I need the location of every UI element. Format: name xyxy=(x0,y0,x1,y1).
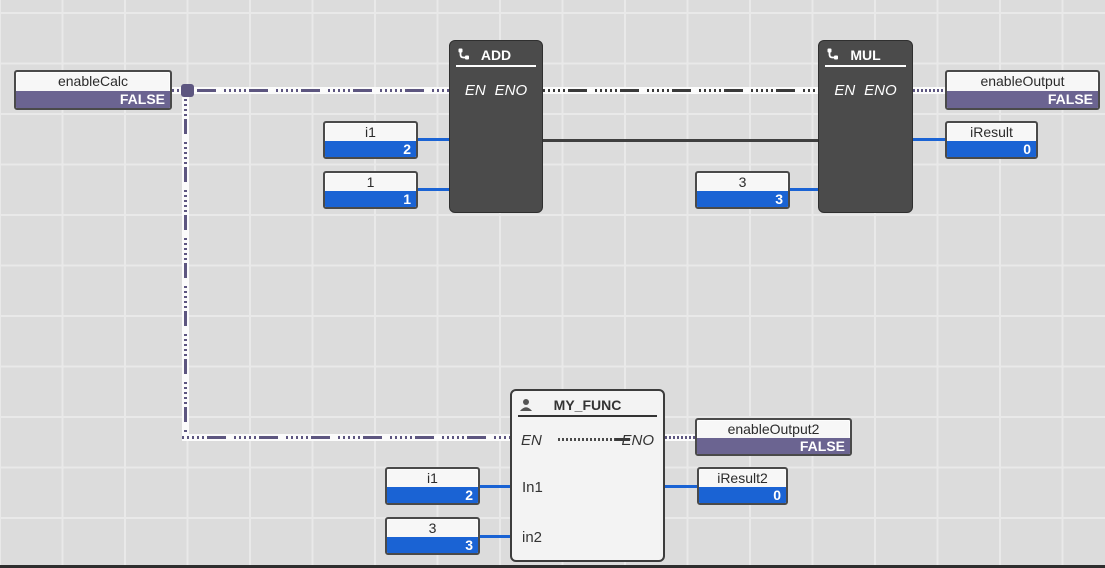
operand-enableoutput[interactable]: enableOutput FALSE xyxy=(945,70,1100,110)
wire-3-to-myfunc-in2[interactable] xyxy=(480,535,510,538)
my-func-block-header: MY_FUNC xyxy=(518,395,657,417)
operand-iresult2[interactable]: iResult2 0 xyxy=(697,467,788,505)
operand-iresult-value: 0 xyxy=(947,140,1036,157)
operand-enablecalc[interactable]: enableCalc FALSE xyxy=(14,70,172,110)
operand-func-in2-value: 3 xyxy=(387,536,478,553)
operand-func-in2[interactable]: 3 3 xyxy=(385,517,480,555)
wire-branch-vertical[interactable] xyxy=(182,94,189,441)
wire-add-out-to-mul-in[interactable] xyxy=(543,139,818,142)
add-eno-pin[interactable]: ENO xyxy=(494,82,528,99)
operand-func-in2-name: 3 xyxy=(428,519,437,536)
person-icon xyxy=(519,398,533,415)
operand-add-in2-name: 1 xyxy=(366,173,375,190)
operand-add-in2[interactable]: 1 1 xyxy=(323,171,418,209)
wire-i1-to-myfunc-in1[interactable] xyxy=(480,485,510,488)
mul-block[interactable]: MUL EN ENO xyxy=(818,40,913,213)
operand-func-in1-value: 2 xyxy=(387,486,478,503)
mul-en-eno-row: EN ENO xyxy=(819,82,912,99)
operand-iresult-name: iResult xyxy=(970,123,1013,140)
operand-iresult[interactable]: iResult 0 xyxy=(945,121,1038,159)
wire-add-eno-to-mul-en[interactable] xyxy=(543,87,818,94)
operand-enableoutput2-value: FALSE xyxy=(697,437,850,454)
my-func-en-eno-row: EN ENO xyxy=(512,432,663,449)
operand-enableoutput-value: FALSE xyxy=(947,90,1098,108)
operator-fork-icon xyxy=(457,48,470,64)
my-func-block-title: MY_FUNC xyxy=(553,397,622,413)
operand-enablecalc-name: enableCalc xyxy=(57,73,129,90)
wire-i1-to-add-in1[interactable] xyxy=(418,138,449,141)
wire-myfunc-eno-to-enableoutput2[interactable] xyxy=(665,434,695,441)
wire-mul-out-to-iresult[interactable] xyxy=(913,138,945,141)
operand-func-in1[interactable]: i1 2 xyxy=(385,467,480,505)
my-func-in1-pin[interactable]: In1 xyxy=(522,479,543,496)
operand-enablecalc-value: FALSE xyxy=(16,90,170,108)
add-en-pin[interactable]: EN xyxy=(464,82,486,99)
my-func-in2-pin[interactable]: in2 xyxy=(522,529,543,546)
operand-add-in1-value: 2 xyxy=(325,140,416,157)
mul-block-header: MUL xyxy=(825,45,906,67)
add-en-eno-row: EN ENO xyxy=(450,82,542,99)
my-func-en-eno-link xyxy=(558,438,630,441)
wire-enablecalc-to-add-en[interactable] xyxy=(172,87,449,94)
operand-func-in1-name: i1 xyxy=(427,469,438,486)
operand-iresult2-value: 0 xyxy=(699,486,786,503)
operand-enableoutput2-name: enableOutput2 xyxy=(727,420,820,437)
add-block-header: ADD xyxy=(456,45,536,67)
operand-mul-in2-name: 3 xyxy=(738,173,747,190)
operand-add-in1[interactable]: i1 2 xyxy=(323,121,418,159)
mul-block-title: MUL xyxy=(850,47,881,63)
operand-enableoutput2[interactable]: enableOutput2 FALSE xyxy=(695,418,852,456)
operand-add-in2-value: 1 xyxy=(325,190,416,207)
operator-fork-icon xyxy=(826,48,839,64)
my-func-eno-pin[interactable]: ENO xyxy=(621,432,654,449)
wire-1-to-add-in2[interactable] xyxy=(418,188,449,191)
mul-en-pin[interactable]: EN xyxy=(834,82,856,99)
operand-mul-in2-value: 3 xyxy=(697,190,788,207)
wire-mul-eno-to-enableoutput[interactable] xyxy=(913,87,945,94)
wire-3-to-mul-in2[interactable] xyxy=(790,188,818,191)
my-func-en-pin[interactable]: EN xyxy=(521,432,542,449)
wire-junction-dot[interactable] xyxy=(181,84,194,97)
operand-enableoutput-name: enableOutput xyxy=(980,73,1065,90)
mul-eno-pin[interactable]: ENO xyxy=(864,82,897,99)
add-block[interactable]: ADD EN ENO xyxy=(449,40,543,213)
add-block-title: ADD xyxy=(480,47,512,63)
wire-branch-to-myfunc-en[interactable] xyxy=(182,434,510,441)
operand-mul-in2[interactable]: 3 3 xyxy=(695,171,790,209)
wire-myfunc-out-to-iresult2[interactable] xyxy=(665,485,697,488)
operand-iresult2-name: iResult2 xyxy=(717,469,768,486)
operand-add-in1-name: i1 xyxy=(365,123,376,140)
canvas-bottom-edge xyxy=(0,565,1105,568)
my-func-block[interactable]: MY_FUNC EN ENO In1 in2 xyxy=(510,389,665,562)
